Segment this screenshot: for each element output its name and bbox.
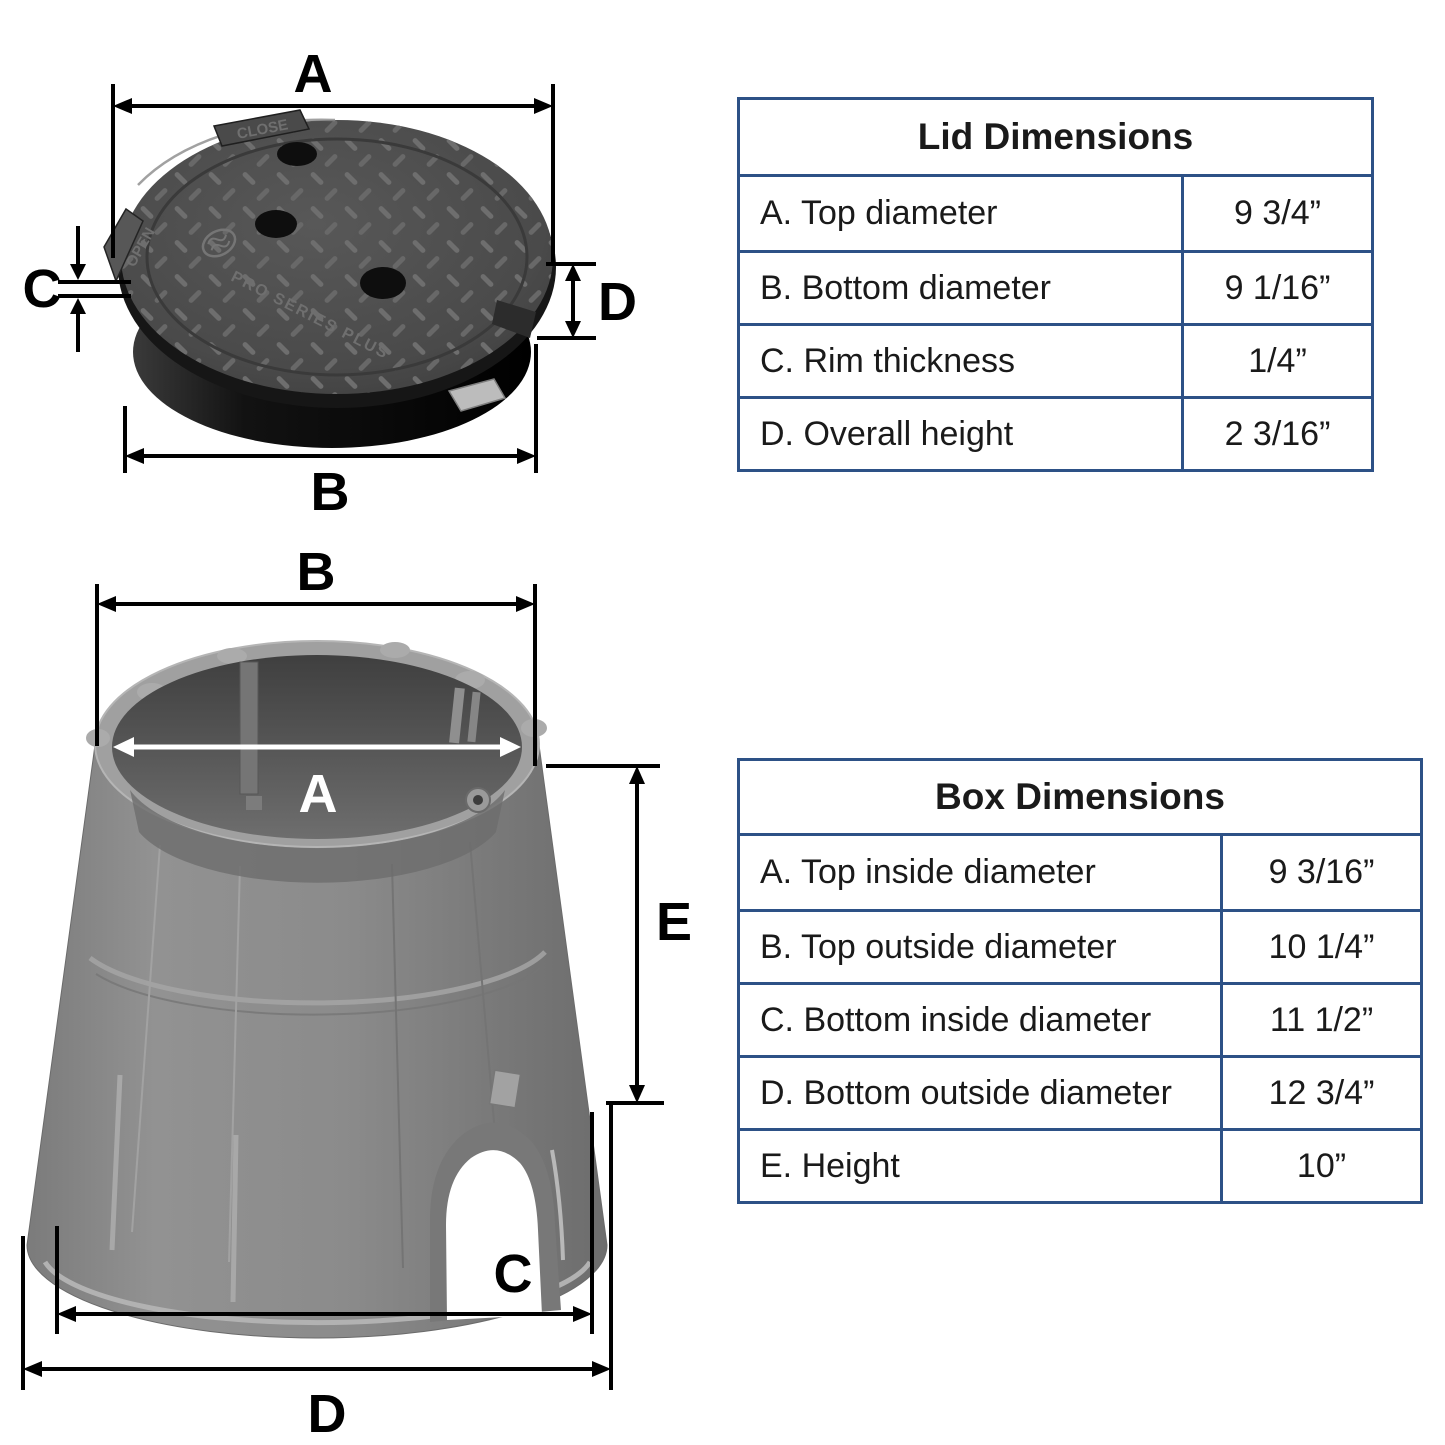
box-inner-front-wall [130, 790, 505, 883]
row-value: 9 3/16” [1220, 836, 1420, 909]
lid-table-title: Lid Dimensions [740, 100, 1371, 177]
row-value: 11 1/2” [1220, 985, 1420, 1055]
box-inner-slot [449, 687, 465, 744]
row-label: D. Overall height [760, 414, 1014, 453]
row-value: 9 1/16” [1181, 253, 1371, 323]
row-label: D. Bottom outside diameter [760, 1073, 1172, 1112]
box-facet-lines-light [131, 844, 241, 1263]
row-value: 10” [1220, 1131, 1420, 1201]
table-row: E. Height 10” [740, 1128, 1420, 1201]
table-row: D. Bottom outside diameter 12 3/4” [740, 1055, 1420, 1128]
box-table-title: Box Dimensions [740, 761, 1420, 836]
lid-dim-label-D: D [598, 272, 637, 332]
box-dim-C [55, 1112, 594, 1334]
box-dim-label-E: E [656, 892, 692, 952]
lid-hole [255, 210, 297, 238]
table-row: C. Rim thickness 1/4” [740, 323, 1371, 396]
row-label: C. Bottom inside diameter [760, 1000, 1152, 1039]
lid-dim-C [58, 226, 131, 352]
row-label: E. Height [760, 1146, 900, 1185]
lid-dimensions-table: Lid Dimensions A. Top diameter 9 3/4” B.… [737, 97, 1374, 472]
box-dim-label-A: A [299, 764, 338, 824]
box-inner-lug [246, 796, 262, 810]
row-label: C. Rim thickness [760, 341, 1016, 380]
box-step-ledge [88, 950, 547, 1006]
table-row: D. Overall height 2 3/16” [740, 396, 1371, 469]
box-dim-D [21, 1103, 613, 1390]
lid-dim-B [123, 344, 538, 473]
row-value: 1/4” [1181, 326, 1371, 396]
box-lock-ring-hole [473, 795, 483, 805]
lid-plate-texture [121, 120, 553, 394]
lid-dim-label-A: A [294, 44, 333, 104]
box-notch-cutout [446, 1150, 542, 1320]
nds-logo [201, 228, 237, 258]
lid-close-tab [212, 109, 311, 147]
box-drawing: B A E C [21, 542, 692, 1444]
row-value: 10 1/4” [1220, 912, 1420, 982]
box-dimensions-table: Box Dimensions A. Top inside diameter 9 … [737, 758, 1423, 1204]
lid-dim-label-C: C [23, 259, 62, 319]
box-inner-slot [467, 691, 481, 743]
lid-open-tab [103, 207, 144, 284]
box-dim-E [546, 764, 664, 1105]
box-dim-label-C: C [494, 1244, 533, 1304]
lid-hole [277, 142, 317, 166]
row-value: 12 3/4” [1220, 1058, 1420, 1128]
box-ribs [109, 1074, 239, 1303]
row-value: 9 3/4” [1181, 177, 1371, 250]
lid-groove-ring [145, 137, 529, 377]
box-dim-A [113, 737, 521, 757]
row-label: B. Bottom diameter [760, 268, 1052, 307]
box-notch-edge-highlight [550, 1149, 565, 1261]
box-dim-label-D: D [308, 1384, 347, 1444]
row-value: 2 3/16” [1181, 399, 1371, 469]
table-row: B. Top outside diameter 10 1/4” [740, 909, 1420, 982]
lid-lift-tab [447, 378, 507, 412]
table-row: C. Bottom inside diameter 11 1/2” [740, 982, 1420, 1055]
lid-drawing: CLOSE OPEN PRO SERIES PLUS A [23, 44, 638, 522]
row-label: B. Top outside diameter [760, 927, 1117, 966]
lid-hole [360, 267, 406, 299]
row-label: A. Top diameter [760, 194, 998, 232]
table-row: B. Bottom diameter 9 1/16” [740, 250, 1371, 323]
lid-side-tab [492, 300, 536, 338]
row-label: A. Top inside diameter [760, 853, 1096, 891]
technical-drawings: CLOSE OPEN PRO SERIES PLUS A [21, 44, 692, 1444]
table-row: A. Top diameter 9 3/4” [740, 177, 1371, 250]
box-inner-channel [239, 661, 259, 795]
box-dim-B [95, 584, 537, 766]
lid-dim-D [537, 262, 596, 340]
box-dim-label-B: B [297, 542, 336, 602]
box-notch-lug [488, 1069, 522, 1109]
lid-dim-label-B: B [311, 462, 350, 522]
box-step-shadow [95, 967, 541, 1016]
lid-dim-A [111, 84, 555, 263]
table-row: A. Top inside diameter 9 3/16” [740, 836, 1420, 909]
